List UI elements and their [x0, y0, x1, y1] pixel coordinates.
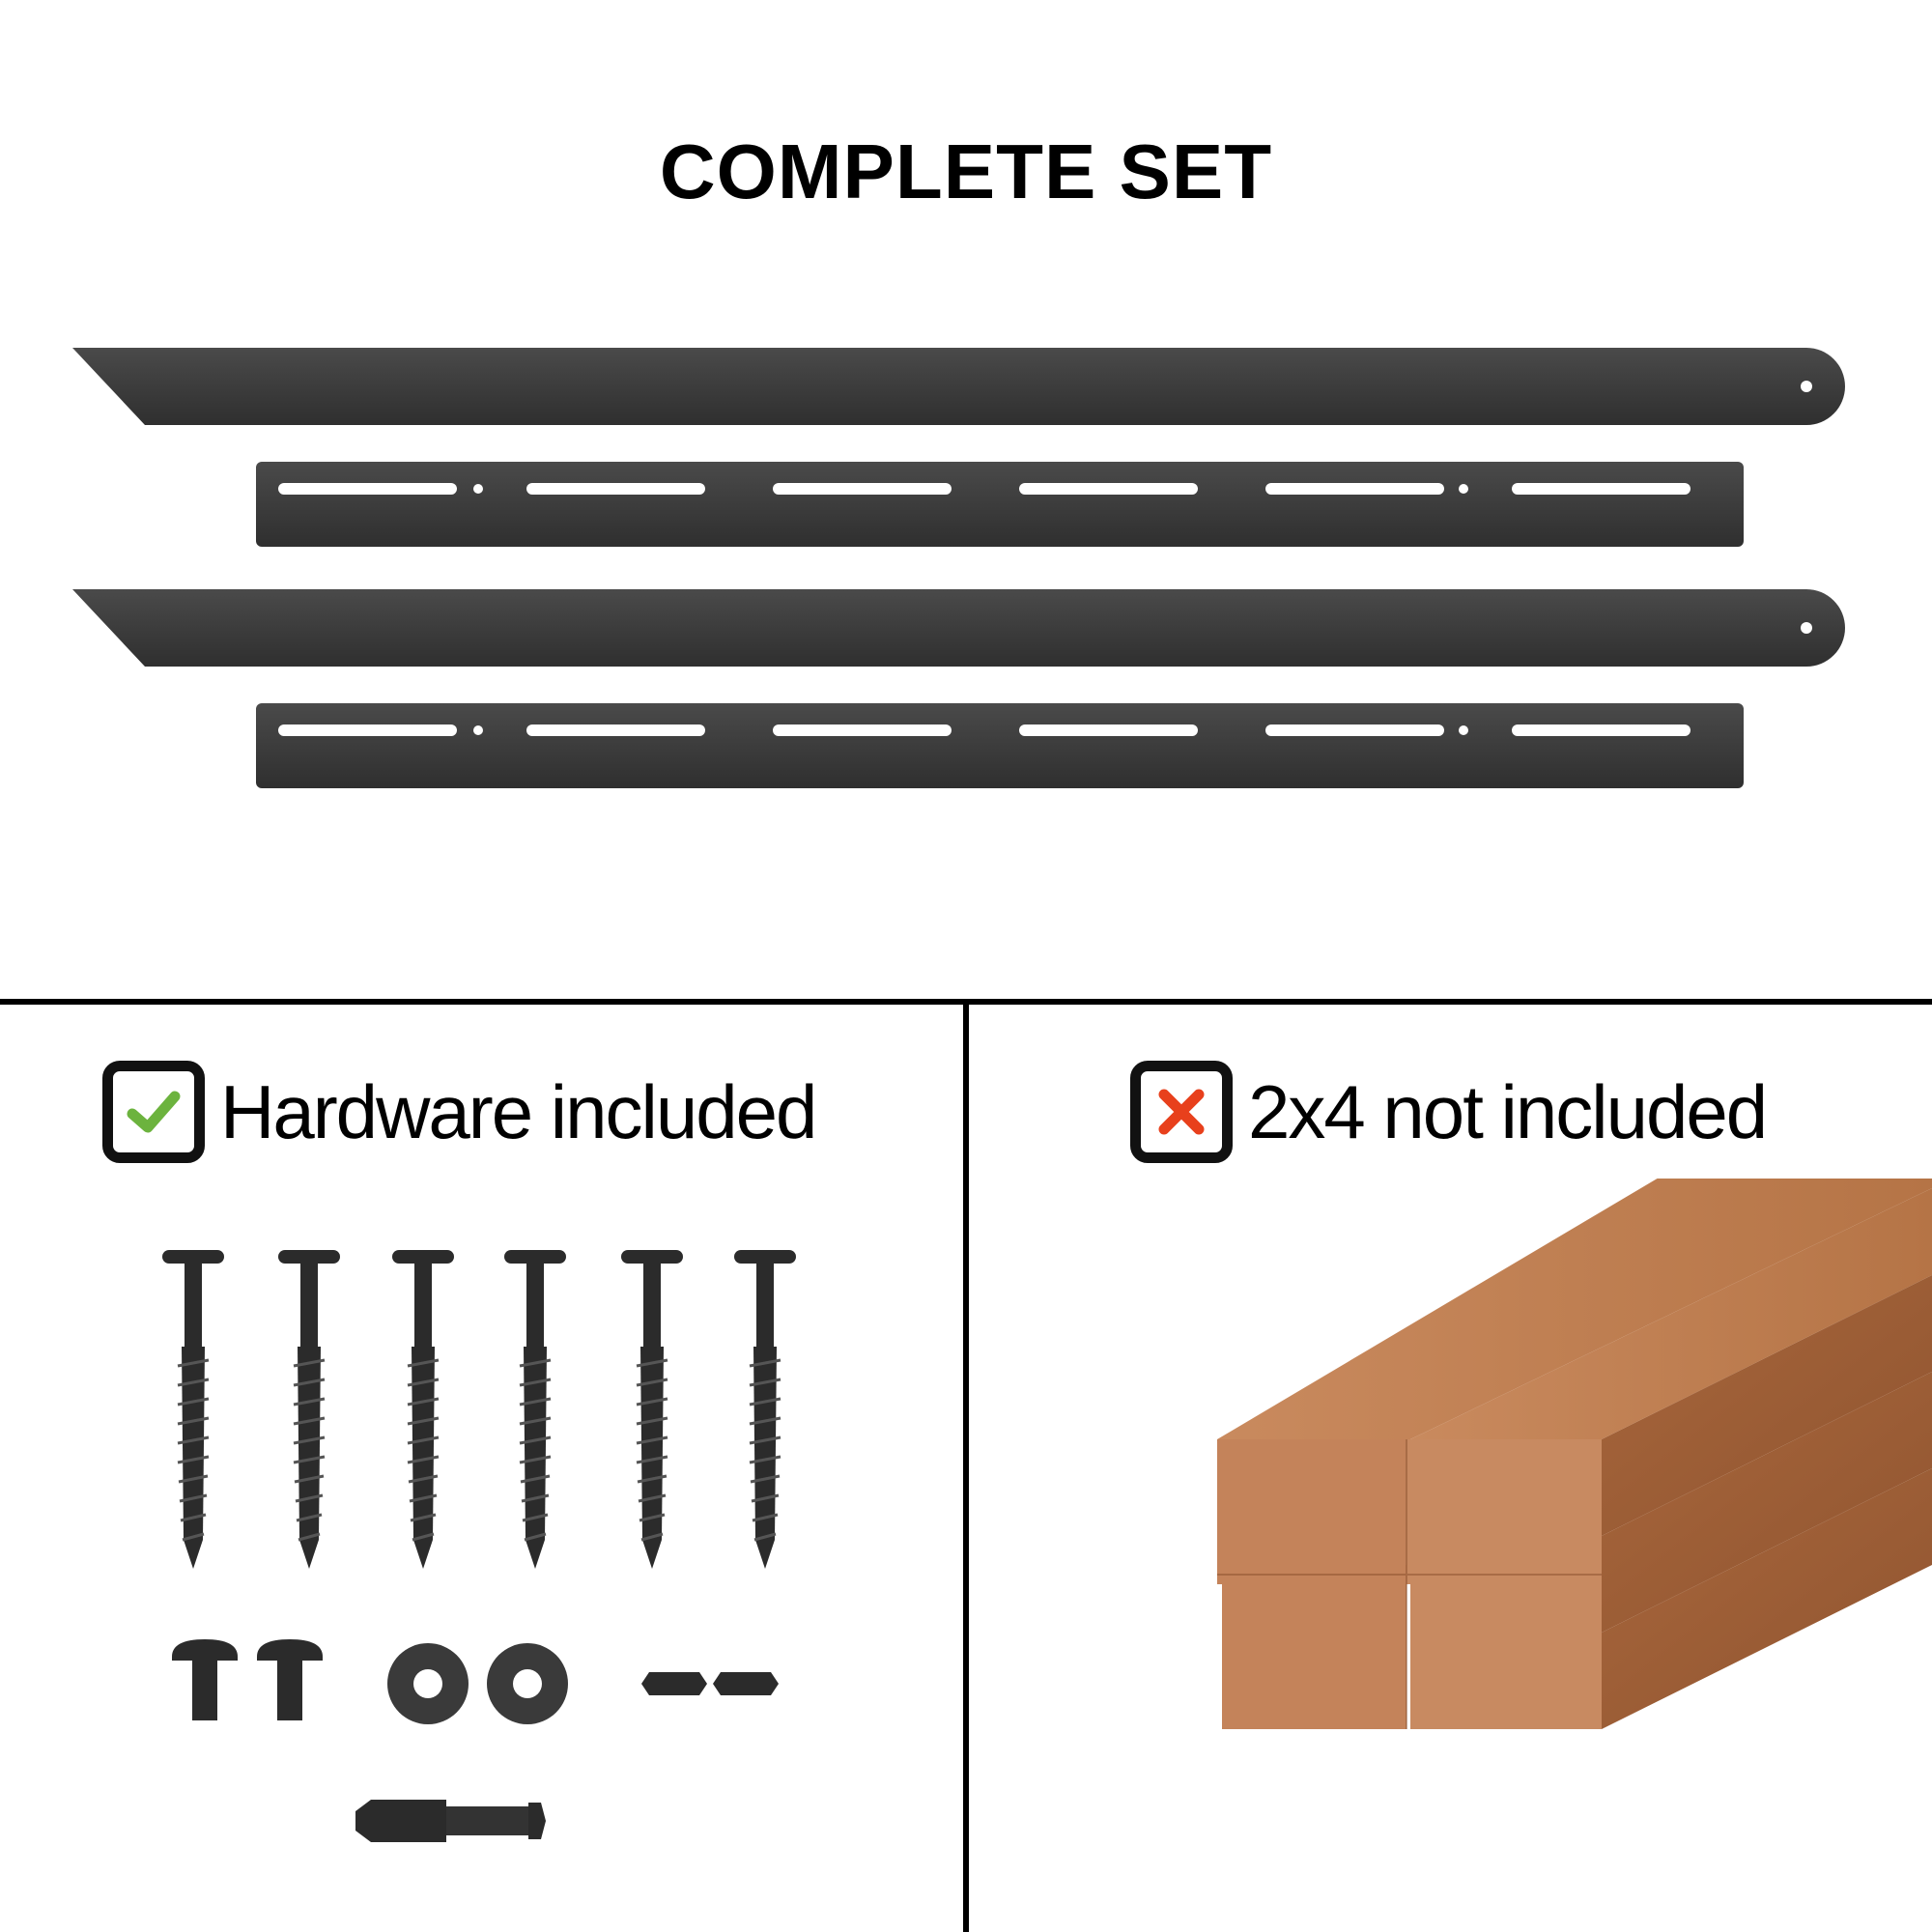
- lumber-end-top-left: [1217, 1439, 1406, 1584]
- machine-bolt: [257, 1639, 323, 1720]
- checkbox-frame: [102, 1061, 205, 1163]
- long-bracket-1: [72, 348, 1845, 425]
- driver-bit: [355, 1800, 546, 1842]
- included-text: Hardware included: [220, 1068, 817, 1154]
- washer: [387, 1643, 469, 1724]
- lag-screw: [502, 1248, 568, 1571]
- hex-nut: [641, 1672, 707, 1695]
- lumber-end-bottom-right: [1410, 1584, 1602, 1729]
- washer: [487, 1643, 568, 1724]
- machine-bolt: [172, 1639, 238, 1720]
- metal-brackets-illustration: [72, 348, 1845, 788]
- lag-screw: [160, 1248, 226, 1571]
- not-included-text: 2x4 not included: [1248, 1068, 1768, 1154]
- hardware-included-label: Hardware included: [102, 1053, 817, 1171]
- lag-screw: [732, 1248, 798, 1571]
- lumber-not-included-label: 2x4 not included: [1130, 1053, 1768, 1171]
- lag-screw: [619, 1248, 685, 1571]
- x-icon: [1158, 1089, 1205, 1135]
- slotted-bracket-2: [256, 703, 1744, 788]
- slotted-bracket-1: [256, 462, 1744, 547]
- long-bracket-2: [72, 589, 1845, 667]
- page-title: COMPLETE SET: [659, 128, 1273, 214]
- xbox-frame: [1130, 1061, 1233, 1163]
- lag-screw: [390, 1248, 456, 1571]
- hardware-illustration: [160, 1248, 798, 1842]
- lumber-end-bottom-left: [1222, 1565, 1406, 1729]
- lumber-2x4-illustration: [1217, 1179, 1932, 1729]
- vertical-divider: [963, 999, 969, 1932]
- hex-nut: [713, 1672, 779, 1695]
- lumber-end-top-right: [1406, 1439, 1602, 1584]
- lag-screw: [276, 1248, 342, 1571]
- checkmark-icon: [127, 1091, 181, 1133]
